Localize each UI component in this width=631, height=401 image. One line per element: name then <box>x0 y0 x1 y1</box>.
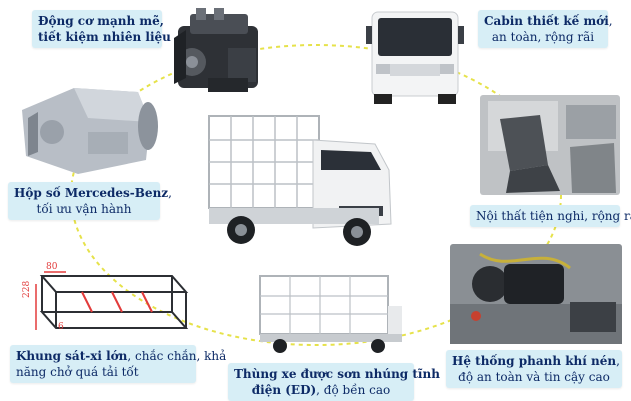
callout-gearbox: Hộp số Mercedes-Benz, tối ưu vận hành <box>8 182 172 220</box>
engine-title-2: tiết kiệm nhiên liệu <box>38 30 171 44</box>
chassis-dim-width: 80 <box>46 262 58 272</box>
brake-desc: độ an toàn và tin cậy cao <box>458 370 610 384</box>
brake-title-punct: , <box>616 354 620 368</box>
callout-body: Thùng xe được sơn nhúng tĩnh điện (ED), … <box>228 363 440 401</box>
body-title: Thùng xe được sơn nhúng tĩnh <box>234 367 440 381</box>
body-desc: , độ bền cao <box>316 383 391 397</box>
cabin-desc: an toàn, rộng rãi <box>491 30 595 44</box>
cabin-title-punct: , <box>608 14 613 28</box>
interior-desc: Nội thất tiện nghi, rộng rãi <box>476 209 631 223</box>
gearbox-title: Hộp số Mercedes-Benz <box>14 186 169 200</box>
gearbox-desc: tối ưu vận hành <box>36 202 132 216</box>
callout-engine: Động cơ mạnh mẽ, tiết kiệm nhiên liệu <box>32 10 171 48</box>
callout-chassis: Khung sát-xi lớn, chắc chắn, khả năng ch… <box>10 345 226 383</box>
body-title-2: điện (ED) <box>251 383 317 397</box>
callout-brake: Hệ thống phanh khí nén, độ an toàn và ti… <box>446 350 622 388</box>
brake-title: Hệ thống phanh khí nén <box>452 354 617 368</box>
engine-title: Động cơ mạnh mẽ, <box>38 14 164 28</box>
gearbox-title-punct: , <box>168 186 172 200</box>
callout-interior: Nội thất tiện nghi, rộng rãi <box>470 205 631 227</box>
cabin-title: Cabin thiết kế mới <box>484 14 609 28</box>
chassis-dim-thickness: 6 <box>58 322 64 332</box>
callout-cabin: Cabin thiết kế mới, an toàn, rộng rãi <box>478 10 613 48</box>
chassis-desc-2: năng chở quá tải tốt <box>16 365 139 379</box>
chassis-title: Khung sát-xi lớn <box>16 349 128 363</box>
chassis-desc-1: , chắc chắn, khả <box>127 349 227 363</box>
